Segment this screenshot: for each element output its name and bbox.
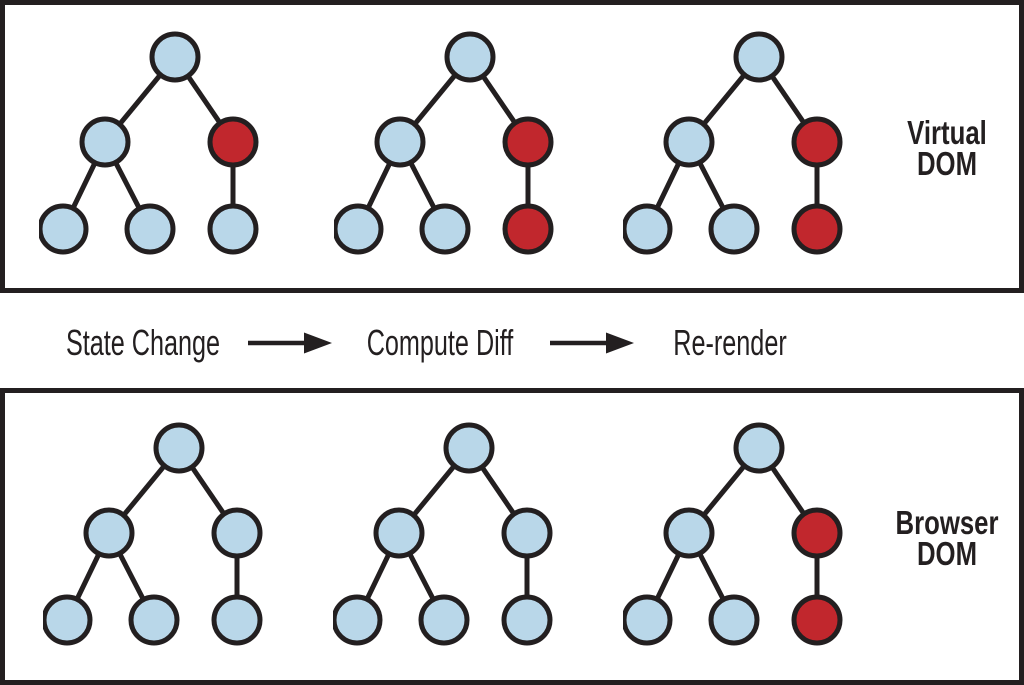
tree-node-root-blue: [733, 31, 785, 83]
flow-step-re-render: Re-render: [673, 322, 787, 363]
right-arrow-icon: [248, 332, 332, 354]
browser-dom-label: Browser DOM: [892, 504, 1001, 572]
tree-node-right-child-red: [791, 116, 843, 168]
flow-strip: State Change Compute Diff Re-render: [0, 293, 1024, 388]
browser-dom-label-line2: DOM: [916, 535, 978, 572]
tree-node-bottom-right-red: [502, 203, 554, 255]
tree-node-left-child-blue: [79, 116, 131, 168]
tree-node-left-child-blue: [663, 507, 715, 559]
virtual-dom-panel: Virtual DOM: [0, 0, 1024, 293]
tree-node-bottom-middle-blue: [708, 203, 760, 255]
tree-node-right-child-red: [791, 507, 843, 559]
tree-node-right-child-blue: [211, 507, 263, 559]
tree-node-bottom-middle-blue: [418, 594, 470, 646]
tree-node-root-blue: [443, 422, 495, 474]
flow-step-compute-diff: Compute Diff: [366, 322, 514, 363]
tree-node-bottom-right-blue: [211, 594, 263, 646]
virtual-dom-label: Virtual DOM: [892, 114, 1001, 182]
tree-node-bottom-left-blue: [623, 203, 673, 255]
tree-node-left-child-blue: [374, 116, 426, 168]
tree-node-left-child-blue: [373, 507, 425, 559]
browser-dom-label-line1: Browser: [895, 504, 999, 541]
tree-node-bottom-right-blue: [207, 203, 259, 255]
tree-node-root-blue: [153, 422, 205, 474]
virtual-dom-label-line1: Virtual: [907, 114, 987, 151]
tree-node-bottom-middle-blue: [708, 594, 760, 646]
tree-node-bottom-middle-blue: [128, 594, 180, 646]
tree-node-bottom-middle-blue: [419, 203, 471, 255]
tree-node-bottom-right-red: [791, 594, 843, 646]
tree-node-bottom-right-blue: [501, 594, 553, 646]
flow-step-state-change: State Change: [65, 322, 221, 363]
tree-node-bottom-left-blue: [334, 203, 384, 255]
tree-node-left-child-blue: [663, 116, 715, 168]
tree-node-bottom-left-blue: [39, 203, 89, 255]
virtual-dom-label-line2: DOM: [916, 145, 978, 182]
browser-dom-panel: Browser DOM: [0, 388, 1024, 685]
tree-node-root-blue: [733, 422, 785, 474]
tree-node-right-child-blue: [501, 507, 553, 559]
dom-tree: [39, 31, 259, 255]
tree-node-right-child-red: [207, 116, 259, 168]
tree-node-root-blue: [444, 31, 496, 83]
tree-node-bottom-middle-blue: [124, 203, 176, 255]
right-arrow-icon: [550, 332, 634, 354]
tree-node-right-child-red: [502, 116, 554, 168]
tree-node-bottom-right-red: [791, 203, 843, 255]
dom-tree: [623, 422, 843, 646]
tree-node-left-child-blue: [83, 507, 135, 559]
tree-node-bottom-left-blue: [43, 594, 93, 646]
tree-node-root-blue: [149, 31, 201, 83]
dom-tree: [334, 31, 554, 255]
dom-tree: [43, 422, 263, 646]
dom-tree: [333, 422, 553, 646]
tree-node-bottom-left-blue: [623, 594, 673, 646]
dom-tree: [623, 31, 843, 255]
tree-node-bottom-left-blue: [333, 594, 383, 646]
